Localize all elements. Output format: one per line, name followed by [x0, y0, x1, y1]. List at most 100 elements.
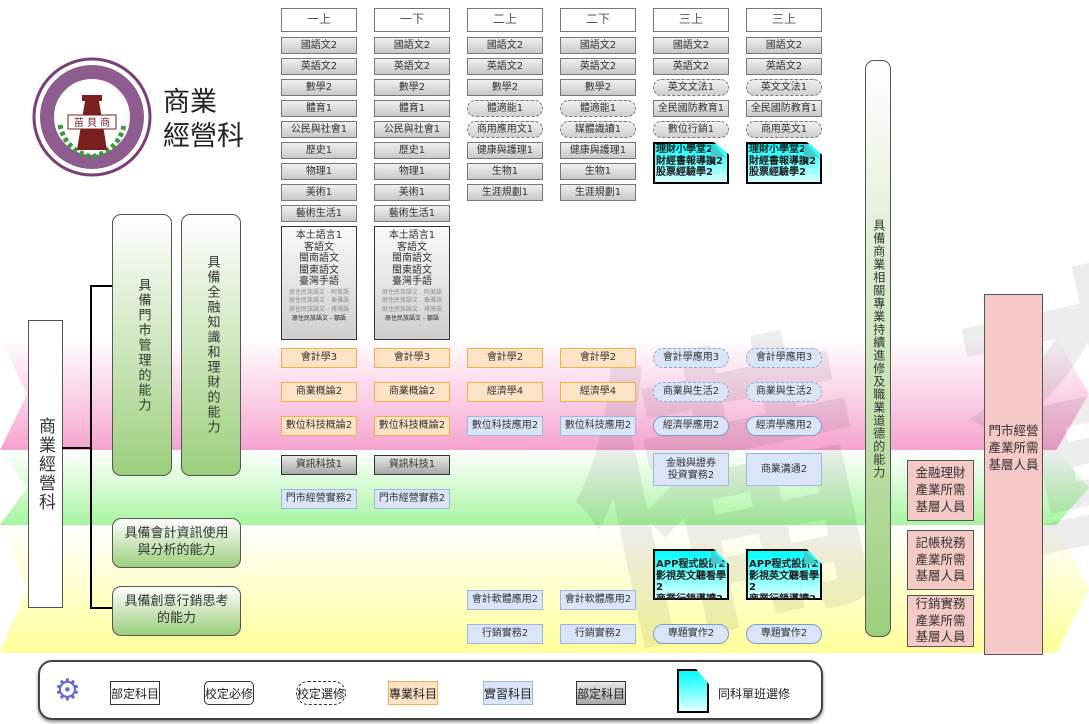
ability-label: 具備門市管理的能力 [135, 277, 151, 413]
course-cell: 英語文2 [281, 58, 357, 75]
course-cell: 英語文2 [746, 58, 822, 75]
course-cell: 商用英文1 [746, 121, 822, 138]
course-cell: 生涯規劃1 [467, 184, 543, 201]
ability-store-management: 具備門市管理的能力 [112, 214, 172, 476]
course-cell: 國語文2 [281, 37, 357, 54]
course-cell: 會計學3 [281, 348, 357, 368]
course-cell: 專題實作2 [746, 624, 822, 644]
course-line: 臺灣手語 [299, 276, 339, 287]
course-cell: 行銷實務2 [560, 624, 636, 644]
legend-label: 校定選修 [297, 686, 346, 701]
legend: ⚙ 部定科目 校定必修 校定選修 專業科目 實習科目 部定科目 同科單班選修 [38, 660, 823, 720]
course-cell: 國語文2 [560, 37, 636, 54]
course-cell: 專題實作2 [653, 624, 729, 644]
course-cell: 公民與社會1 [374, 121, 450, 138]
course-line: 原住民族語文 - 鄒語 [292, 315, 346, 323]
course-cell: 資訊科技1 [374, 455, 450, 475]
course-cell: 商業與生活2 [746, 382, 822, 402]
course-cell: 會計軟體應用2 [467, 590, 543, 610]
legend-label: 部定科目 [577, 686, 626, 701]
course-line: 原住民族語文 - 泰雅語 [382, 297, 442, 305]
course-line: 原住民族語文 - 排灣語 [289, 306, 349, 314]
legend-label: 實習科目 [484, 686, 533, 701]
course-cell: 英文文法1 [653, 79, 729, 96]
course-cell: 資訊科技1 [281, 455, 357, 475]
connector [90, 285, 112, 287]
svg-text:苗 貝 商: 苗 貝 商 [74, 116, 110, 129]
legend-item: 校定選修 [296, 681, 346, 705]
course-cell: 會計學2 [467, 348, 543, 368]
course-line: 本土語言1 [295, 230, 343, 241]
course-cell: 經濟學應用2 [746, 416, 822, 436]
course-line: APP程式設計2 [656, 559, 726, 570]
course-cell: 國語文2 [374, 37, 450, 54]
course-cell: 經濟學4 [467, 382, 543, 402]
career-label: 門市經營產業所需基層人員 [988, 423, 1039, 472]
course-cell: 會計學應用3 [653, 348, 729, 368]
course-line: 原住民族語文 - 鄒語 [385, 315, 439, 323]
course-cell: 經濟學4 [560, 382, 636, 402]
course-line: 影視英文聽看學2 [656, 570, 726, 594]
ability-label: 具備全融知識和理財的能力 [204, 255, 220, 435]
course-line: 原住民族語文 - 阿美語 [289, 288, 349, 296]
course-cell: 金融與證券投資實務2 [653, 453, 729, 486]
career-marketing: 行銷實務產業所需基層人員 [907, 595, 974, 647]
course-cell: 物理1 [374, 163, 450, 180]
note-icon [677, 669, 709, 713]
course-line: 原住民族語文 - 泰雅語 [289, 297, 349, 305]
course-line: 原住民族語文 - 阿美語 [382, 288, 442, 296]
course-cell: 藝術生活1 [374, 205, 450, 222]
course-line: 財經書報導讀2 [656, 155, 723, 167]
course-cell: 英語文2 [374, 58, 450, 75]
career-label: 金融理財產業所需基層人員 [915, 465, 966, 514]
course-cell: 數位科技應用2 [560, 416, 636, 436]
course-cell: 行銷實務2 [467, 624, 543, 644]
course-line: 財經書報導讀2 [749, 155, 816, 167]
connector [90, 607, 112, 609]
legend-item: 部定科目 [576, 681, 626, 705]
course-cell: 數學2 [374, 79, 450, 96]
course-line: 臺灣手語 [392, 276, 432, 287]
course-cell: 數學2 [281, 79, 357, 96]
legend-item: 同科單班選修 [718, 681, 798, 705]
continuing-ability-label: 具備商業相關專業持續進修及職業道德的能力 [871, 218, 886, 479]
legend-item: 專業科目 [388, 681, 438, 705]
legend-item: 實習科目 [483, 681, 533, 705]
course-cell: 歷史1 [374, 142, 450, 159]
course-cell: 國語文2 [746, 37, 822, 54]
course-cell: 英語文2 [653, 58, 729, 75]
department-box: 商業經營科 [28, 320, 63, 608]
course-line: 理財小學堂2 [749, 144, 806, 155]
course-cell: 物理1 [281, 163, 357, 180]
semester-header: 三上 [653, 8, 729, 32]
course-cell: 生涯規劃1 [560, 184, 636, 201]
course-cell: 體適能1 [467, 100, 543, 117]
career-bookkeeping: 記帳稅務產業所需基層人員 [907, 530, 974, 590]
course-cell: 健康與護理1 [560, 142, 636, 159]
course-cell: 美術1 [374, 184, 450, 201]
continuing-ability-bar: 具備商業相關專業持續進修及職業道德的能力 [865, 60, 891, 637]
course-cell: 美術1 [281, 184, 357, 201]
course-cell: 數位科技概論2 [374, 416, 450, 436]
course-cell: 數學2 [560, 79, 636, 96]
ability-label: 具備創意行銷思考的能力 [124, 594, 229, 626]
title-line2: 經營科 [163, 120, 244, 152]
course-cell: 商業與生活2 [653, 382, 729, 402]
legend-label: 同科單班選修 [718, 686, 791, 701]
department-title: 商業 經營科 [163, 86, 244, 154]
course-cell: 會計軟體應用2 [560, 590, 636, 610]
course-cell: 公民與社會1 [281, 121, 357, 138]
course-cell: 英語文2 [560, 58, 636, 75]
department-label: 商業經營科 [35, 416, 55, 512]
legend-item: 校定必修 [204, 681, 254, 705]
course-cell: 門市經營實務2 [281, 489, 357, 509]
career-finance: 金融理財產業所需基層人員 [907, 460, 974, 521]
connector [62, 447, 91, 449]
course-cell: 歷史1 [281, 142, 357, 159]
semester-header: 三上 [746, 8, 822, 32]
career-label: 行銷實務產業所需基層人員 [915, 595, 966, 645]
course-line: 股票經驗學2 [656, 167, 713, 178]
